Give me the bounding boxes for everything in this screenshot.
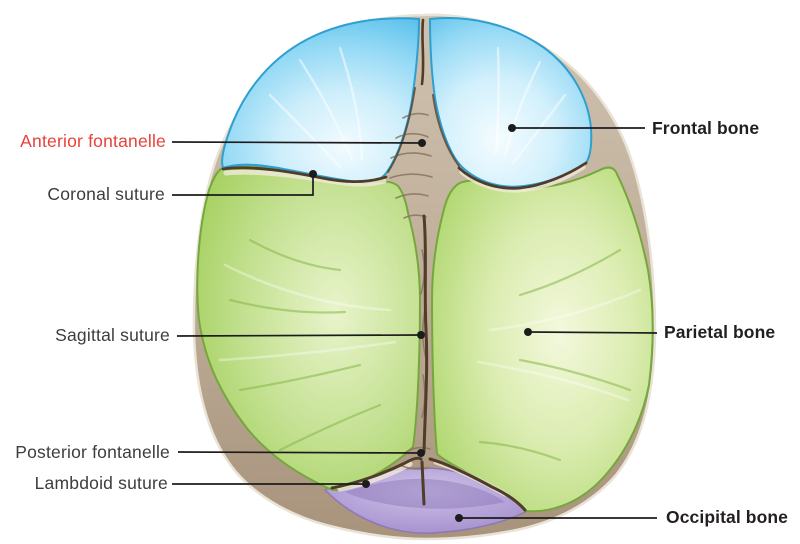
texture-stroke: [518, 358, 632, 392]
coronal-suture-line-left: [221, 166, 388, 184]
dot-posterior-fontanelle: [417, 449, 425, 457]
highlight-stroke: [503, 60, 542, 159]
dot-coronal-suture: [309, 170, 317, 178]
texture-stroke: [478, 440, 562, 462]
leader-coronal-suture: [172, 175, 314, 196]
leader-parietal-bone: [527, 331, 658, 334]
pale-margin: [223, 169, 387, 187]
label-posterior-fontanelle: Posterior fontanelle: [15, 442, 170, 462]
sagittal-suture-line: [422, 214, 429, 454]
frontal-bone-left-region: [221, 17, 421, 184]
suture-lines: [221, 18, 588, 512]
texture-stroke: [228, 298, 347, 314]
pale-margin: [459, 164, 586, 193]
frontal-highlight-streaks: [268, 46, 567, 169]
texture-stroke: [405, 446, 431, 453]
coronal-suture-line-right: [457, 161, 588, 190]
highlight-stroke: [338, 46, 364, 162]
texture-stroke: [238, 363, 362, 392]
frontal-bone-left-shape: [221, 17, 421, 184]
highlight-stroke: [488, 288, 642, 332]
highlight-stroke: [511, 93, 567, 165]
texture-stroke: [389, 173, 433, 179]
texture-stroke: [518, 248, 622, 297]
texture-stroke: [401, 465, 429, 470]
label-sagittal-suture: Sagittal suture: [55, 325, 170, 345]
label-occipital-bone: Occipital bone: [666, 507, 788, 527]
label-lambdoid-suture: Lambdoid suture: [34, 473, 168, 493]
texture-stroke: [402, 112, 429, 119]
lambdoid-suture-line-left: [330, 456, 423, 490]
highlight-stroke: [476, 360, 630, 402]
dot-parietal-bone: [524, 328, 532, 336]
dot-sagittal-suture: [417, 331, 425, 339]
leader-posterior-fontanelle: [177, 451, 422, 454]
dot-lambdoid-suture: [362, 480, 370, 488]
dot-frontal-bone: [508, 124, 516, 132]
posterior-fontanelle-spike: [420, 460, 426, 506]
texture-stroke: [248, 238, 342, 272]
highlight-stroke: [223, 263, 392, 312]
highlight-stroke: [298, 58, 354, 162]
metopic-suture-line: [420, 18, 425, 86]
dot-occipital-bone: [455, 514, 463, 522]
highlight-stroke: [268, 93, 342, 169]
leader-anterior-fontanelle: [171, 141, 423, 144]
anterior-fontanelle-left-edge: [387, 87, 416, 173]
texture-stroke: [278, 403, 382, 452]
leader-sagittal-suture: [176, 334, 422, 337]
leader-dots: [309, 124, 532, 522]
leader-lines: [171, 127, 658, 519]
texture-stroke: [390, 152, 432, 159]
highlight-stroke: [494, 46, 500, 155]
parietal-texture-streaks: [228, 238, 632, 462]
anterior-fontanelle-right-edge: [432, 94, 460, 167]
label-frontal-bone: Frontal bone: [652, 118, 760, 138]
highlight-stroke: [218, 340, 397, 362]
dot-anterior-fontanelle: [418, 139, 426, 147]
texture-stroke: [395, 193, 429, 199]
label-anterior-fontanelle: Anterior fontanelle: [20, 131, 166, 151]
texture-stroke: [395, 132, 429, 139]
label-coronal-suture: Coronal suture: [47, 184, 165, 204]
parietal-highlight-streaks: [218, 263, 642, 402]
label-parietal-bone: Parietal bone: [664, 322, 776, 342]
lambdoid-suture-line-right: [428, 457, 527, 512]
